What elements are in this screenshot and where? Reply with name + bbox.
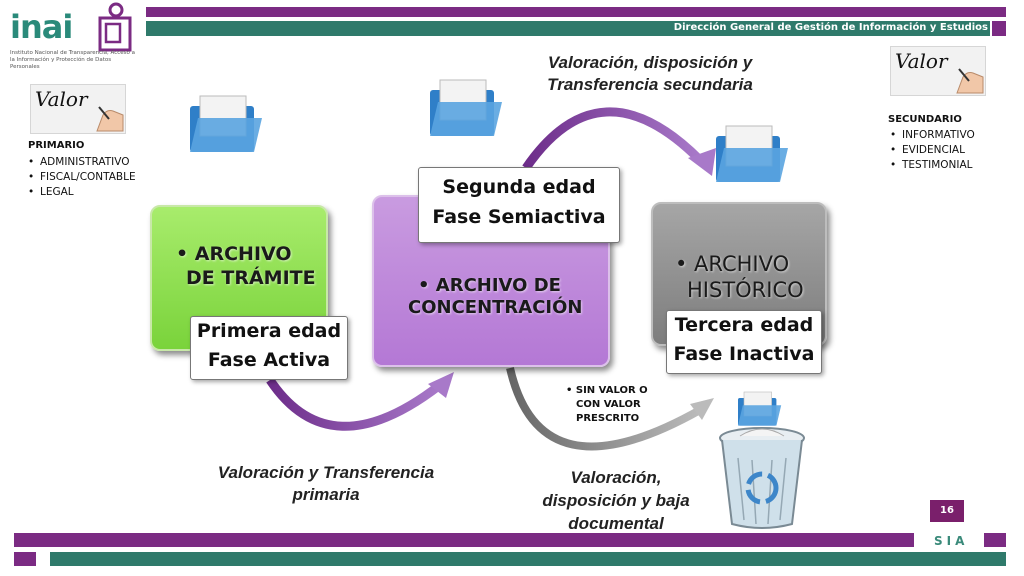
phase-tercera-edad: Tercera edad Fase Inactiva [666, 310, 822, 374]
list-item: FISCAL/CONTABLE [28, 170, 136, 185]
archive-concentracion-title-line1: • ARCHIVO DE [418, 275, 561, 296]
list-item: EVIDENCIAL [890, 143, 975, 158]
phase-segunda-edad: Segunda edad Fase Semiactiva [418, 167, 620, 243]
archive-historico-title-line1: • ARCHIVO [675, 252, 790, 276]
caption-line: Valoración, [570, 468, 662, 487]
page-number: 16 [930, 500, 964, 522]
footer-brand: SIA [934, 534, 969, 548]
caption-primary-transfer: Valoración y Transferencia primaria [196, 462, 456, 506]
phase-status-label: Fase Semiactiva [432, 206, 606, 228]
phase-status-label: Fase Activa [207, 349, 331, 371]
sin-valor-note: • SIN VALOR O CON VALOR PRESCRITO [566, 384, 648, 426]
valor-image-secondary: Valor [890, 46, 986, 96]
phase-status-label: Fase Inactiva [673, 343, 815, 365]
caption-secondary-transfer: Valoración, disposición y Transferencia … [520, 52, 780, 96]
caption-line: documental [568, 514, 664, 533]
sin-valor-line: CON VALOR [576, 399, 641, 410]
secondary-value-title: SECUNDARIO [888, 114, 962, 125]
caption-line: disposición y baja [542, 491, 690, 510]
arrowhead [690, 398, 714, 420]
writing-hand-icon [96, 106, 124, 132]
writing-hand-icon [956, 68, 984, 94]
list-item: TESTIMONIAL [890, 158, 975, 173]
phase-age-label: Primera edad [196, 320, 342, 342]
sin-valor-line: • SIN VALOR O [566, 385, 648, 396]
arrow-secondary-transfer [522, 107, 704, 171]
list-item: LEGAL [28, 185, 136, 200]
footer-green-bar [50, 552, 1006, 566]
folder-icon [716, 125, 788, 182]
archive-historico-title-line2: HISTÓRICO [687, 278, 804, 302]
valor-handwritten-label: Valor [35, 87, 88, 111]
folder-icon [738, 391, 782, 426]
header-top-purple-bar [146, 7, 1006, 17]
footer-right-purple-block [984, 533, 1006, 547]
caption-disposal: Valoración, disposición y baja documenta… [516, 466, 716, 535]
phase-age-label: Segunda edad [442, 176, 596, 198]
arrow-disposal [506, 367, 702, 451]
footer-left-purple-block [14, 552, 36, 566]
valor-handwritten-label: Valor [895, 49, 948, 73]
folder-icon [430, 79, 502, 136]
primary-value-list: ADMINISTRATIVO FISCAL/CONTABLE LEGAL [26, 155, 136, 200]
sin-valor-line: PRESCRITO [576, 413, 640, 424]
list-item: INFORMATIVO [890, 128, 975, 143]
header-right-purple-bar [992, 21, 1006, 36]
valor-image-primary: Valor [30, 84, 126, 134]
archive-tramite-title-line2: DE TRÁMITE [186, 267, 316, 289]
logo-emblem-icon [98, 2, 132, 52]
footer-purple-bar [14, 533, 914, 547]
secondary-value-list: INFORMATIVO EVIDENCIAL TESTIMONIAL [888, 128, 975, 173]
caption-line: primaria [292, 485, 360, 504]
direction-title: Dirección General de Gestión de Informac… [673, 22, 988, 33]
arrowhead [688, 148, 716, 176]
phase-age-label: Tercera edad [674, 314, 814, 336]
caption-line: Transferencia secundaria [547, 75, 753, 94]
caption-line: Valoración, disposición y [547, 53, 753, 72]
list-item: ADMINISTRATIVO [28, 155, 136, 170]
primary-value-title: PRIMARIO [28, 140, 85, 151]
trash-bin-icon [719, 427, 805, 529]
logo-subtitle: Instituto Nacional de Transparencia, Acc… [10, 50, 135, 70]
phase-primera-edad: Primera edad Fase Activa [190, 316, 348, 380]
header-green-bar: Dirección General de Gestión de Informac… [146, 21, 990, 36]
folder-icon [190, 95, 262, 152]
arrowhead [428, 372, 454, 398]
caption-line: Valoración y Transferencia [217, 463, 435, 482]
logo-wordmark: inai [10, 8, 73, 46]
archive-concentracion-title-line2: CONCENTRACIÓN [408, 297, 583, 318]
arrow-primary-transfer [266, 377, 443, 431]
inai-logo: inai Instituto Nacional de Transparencia… [8, 2, 140, 70]
archive-tramite-title-line1: • ARCHIVO [176, 243, 292, 265]
